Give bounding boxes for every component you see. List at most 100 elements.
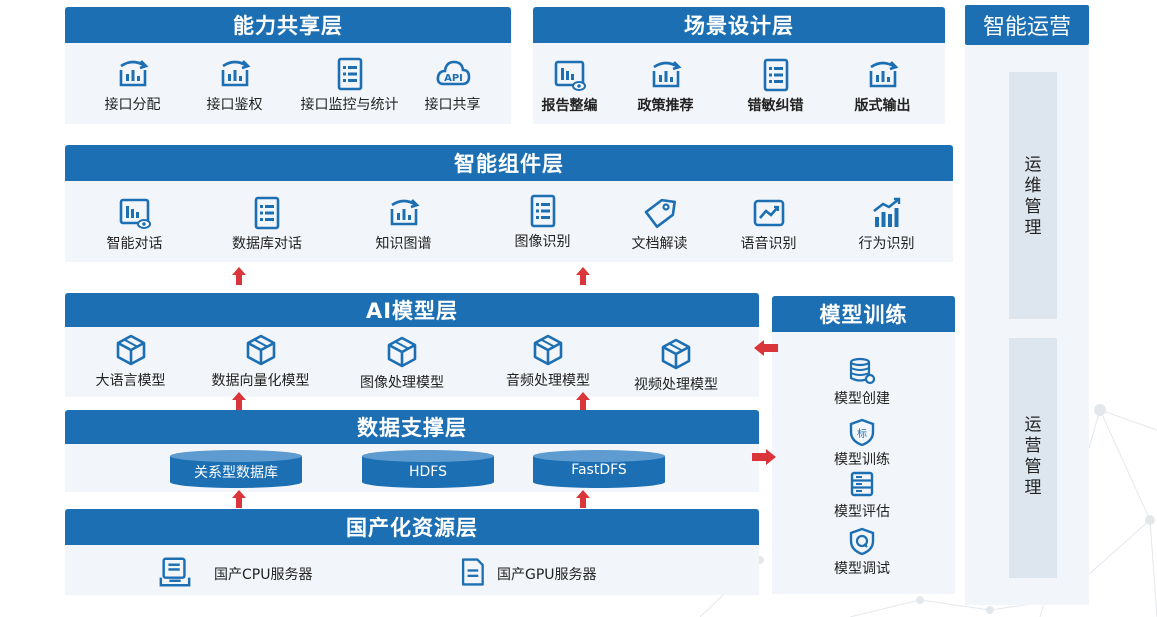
capability-item-interface-allocation[interactable]: 接口分配 [95,56,170,114]
database-gear-icon [848,357,876,385]
chart-refresh-icon [115,56,151,92]
chart-monitor-icon [117,195,153,231]
scenario-item-label: 错敏纠错 [747,98,804,114]
trend-image-icon [751,195,787,231]
training-item-model-create[interactable]: 模型创建 [807,357,917,408]
bar-trend-icon [869,195,905,231]
server-doc-icon [456,556,488,588]
capability-item-label: 接口分配 [104,97,161,113]
arrow-left-icon [754,340,778,356]
capability-item-label: 接口共享 [424,97,481,113]
shield-badge-icon [848,418,876,446]
data-item-fastdfs[interactable]: FastDFS [571,462,627,478]
scenario-layer-header: 场景设计层 [533,7,945,43]
scenario-item-error-correction[interactable]: 错敏纠错 [738,57,813,115]
model-layer-header: AI模型层 [65,293,759,327]
capability-layer-header: 能力共享层 [65,7,511,43]
component-item-database-dialogue[interactable]: 数据库对话 [222,195,312,253]
scenario-layer-title: 场景设计层 [684,14,794,38]
training-item-label: 模型评估 [834,504,890,520]
arrow-up-icon [576,392,590,410]
capability-item-interface-monitoring[interactable]: 接口监控与统计 [292,56,407,114]
arrow-right-icon [752,449,776,465]
model-item-label: 数据向量化模型 [211,373,310,389]
operations-maintenance-label: 运维管理 [1024,155,1042,238]
model-layer-title: AI模型层 [365,299,459,323]
model-item-video-processing[interactable]: 视频处理模型 [624,336,728,394]
component-item-knowledge-graph[interactable]: 知识图谱 [366,195,441,253]
training-header: 模型训练 [772,296,955,332]
server-stack-icon [848,470,876,498]
model-item-llm[interactable]: 大语言模型 [88,332,173,390]
component-item-speech-recognition[interactable]: 语音识别 [731,195,806,253]
scenario-item-policy-recommendation[interactable]: 政策推荐 [628,57,703,115]
training-item-label: 模型训练 [834,452,890,468]
list-document-icon [332,56,368,92]
scenario-item-report-compilation[interactable]: 报告整编 [532,57,607,115]
arrow-up-icon [576,490,590,508]
server-tray-icon [158,555,192,589]
component-item-image-recognition[interactable]: 图像识别 [505,193,580,251]
capability-item-label: 接口鉴权 [206,97,263,113]
cube-icon [530,332,566,368]
component-item-document-interpretation[interactable]: 文档解读 [622,195,697,253]
component-layer-title: 智能组件层 [454,152,564,176]
operations-management-label: 运营管理 [1024,415,1042,498]
training-item-model-debug[interactable]: 模型调试 [807,527,917,578]
component-item-behavior-recognition[interactable]: 行为识别 [849,195,924,253]
operations-panel-management[interactable] [1009,338,1057,578]
list-document-icon [525,193,561,229]
api-cloud-icon [435,56,471,92]
model-item-label: 音频处理模型 [506,373,590,389]
cube-icon [658,336,694,372]
component-item-label: 文档解读 [631,236,688,252]
tag-icon [642,195,678,231]
component-item-label: 图像识别 [514,234,571,250]
operations-title: 智能运营 [982,15,1071,40]
chart-refresh-icon [648,57,684,93]
training-item-model-evaluate[interactable]: 模型评估 [807,470,917,521]
component-layer-header: 智能组件层 [65,145,953,181]
shield-q-icon [848,527,876,555]
capability-layer-title: 能力共享层 [233,14,343,38]
arrow-up-icon [576,267,590,285]
capability-item-interface-sharing[interactable]: 接口共享 [415,56,490,114]
component-item-label: 知识图谱 [375,236,432,252]
cube-icon [113,332,149,368]
model-item-label: 图像处理模型 [360,375,444,391]
training-title: 模型训练 [819,303,908,327]
component-item-smart-dialogue[interactable]: 智能对话 [97,195,172,253]
data-layer-title: 数据支撑层 [357,416,467,440]
training-item-label: 模型调试 [834,561,890,577]
arrow-up-icon [232,490,246,508]
model-item-image-processing[interactable]: 图像处理模型 [350,334,454,392]
scenario-item-layout-output[interactable]: 版式输出 [845,57,920,115]
chart-refresh-icon [217,56,253,92]
scenario-item-label: 版式输出 [854,98,911,114]
data-item-hdfs[interactable]: HDFS [408,464,447,480]
scenario-item-label: 报告整编 [541,98,598,114]
component-item-label: 行为识别 [858,236,915,252]
training-item-label: 模型创建 [834,391,890,407]
operations-panel-maintenance[interactable] [1009,72,1057,319]
list-document-icon [758,57,794,93]
model-item-audio-processing[interactable]: 音频处理模型 [496,332,600,390]
component-item-label: 智能对话 [106,236,163,252]
resource-item-cpu-server[interactable]: 国产CPU服务器 [214,567,313,583]
resource-layer-title: 国产化资源层 [346,516,478,540]
cube-icon [384,334,420,370]
chart-refresh-icon [386,195,422,231]
component-item-label: 语音识别 [740,236,797,252]
arrow-up-icon [232,392,246,410]
operations-header: 智能运营 [965,5,1089,45]
scenario-item-label: 政策推荐 [637,98,694,114]
resource-item-gpu-server[interactable]: 国产GPU服务器 [497,567,597,583]
chart-refresh-icon [865,57,901,93]
training-item-model-train[interactable]: 模型训练 [807,418,917,469]
model-item-label: 大语言模型 [95,373,166,389]
model-item-vectorization[interactable]: 数据向量化模型 [203,332,318,390]
model-item-label: 视频处理模型 [634,377,718,393]
component-item-label: 数据库对话 [232,236,302,252]
capability-item-interface-auth[interactable]: 接口鉴权 [197,56,272,114]
data-item-relational-db[interactable]: 关系型数据库 [194,465,278,481]
